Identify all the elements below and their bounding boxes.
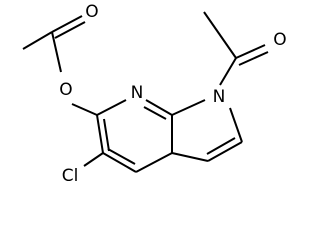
bond-carbonyl-to-ester-o bbox=[51, 31, 62, 73]
atom-n-pyridine: N bbox=[131, 83, 144, 103]
bond-c5-cl bbox=[83, 152, 104, 167]
bond-ester-o-to-ring bbox=[71, 103, 98, 116]
bond-c5-c6-double bbox=[96, 114, 110, 154]
bond-n1-c2 bbox=[229, 107, 243, 143]
bond-c3-c3a bbox=[171, 152, 209, 162]
bond-c2-c3-double bbox=[206, 137, 243, 162]
bond-methyl-left bbox=[22, 31, 53, 50]
bond-c3a-c4 bbox=[135, 152, 173, 173]
bond-carbonyl-right-double bbox=[235, 44, 269, 66]
atom-o-carbonyl-left: O bbox=[85, 2, 98, 22]
molecule-structure: O O N N O Cl bbox=[22, 2, 287, 186]
bond-n1-to-carbonyl-right bbox=[219, 57, 237, 86]
atom-cl: Cl bbox=[62, 166, 79, 186]
bond-c4-c5-double bbox=[102, 148, 137, 173]
atom-o-ester: O bbox=[59, 80, 72, 100]
bond-c7a-n1 bbox=[171, 99, 206, 116]
atom-o-carbonyl-right: O bbox=[273, 30, 286, 50]
bond-carbonyl-left-double bbox=[51, 15, 86, 39]
bond-c6-n7 bbox=[96, 99, 127, 116]
bond-methyl-right bbox=[203, 11, 237, 59]
atom-n-pyrrole: N bbox=[213, 87, 226, 107]
bond-n7-c7a-double bbox=[143, 99, 173, 120]
